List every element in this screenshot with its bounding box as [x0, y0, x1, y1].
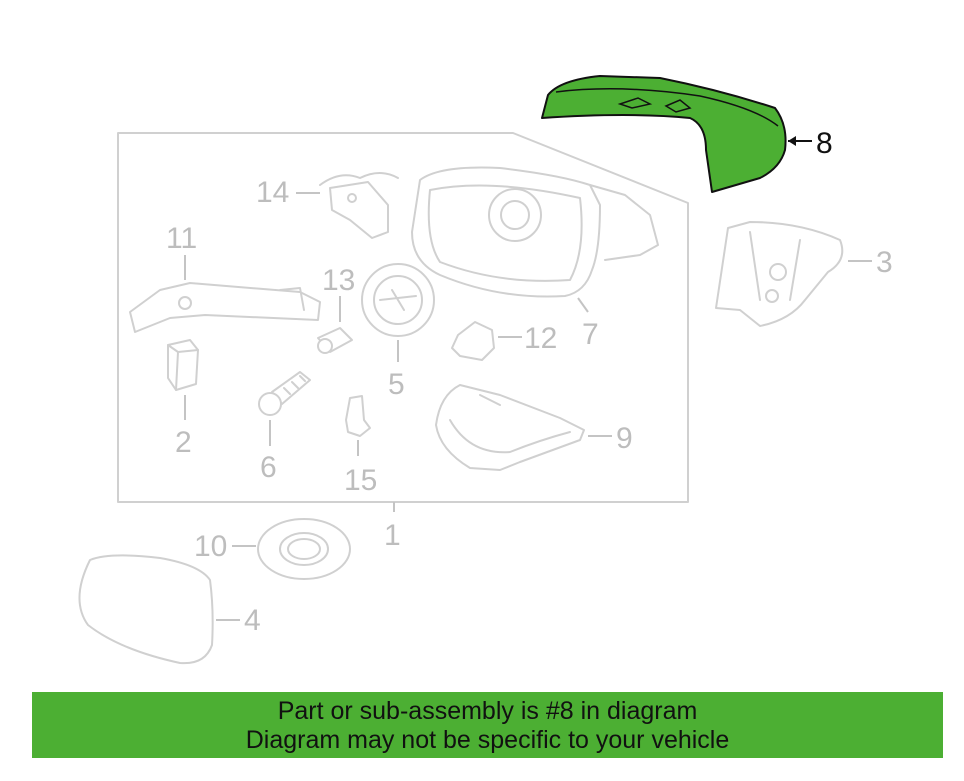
callout-8[interactable]: 8 [816, 127, 833, 160]
callout-9: 9 [616, 422, 633, 455]
part-4-mirror-glass[interactable] [78, 554, 214, 665]
parts-diagram: 1 2 3 4 5 6 7 8 9 10 11 12 13 14 15 [78, 75, 893, 665]
callout-12: 12 [524, 322, 557, 355]
callout-10: 10 [194, 530, 227, 563]
banner-line-2: Diagram may not be specific to your vehi… [245, 726, 730, 754]
assembly-outline [117, 132, 689, 503]
info-banner: Part or sub-assembly is #8 in diagram Di… [32, 692, 943, 758]
callout-1: 1 [384, 519, 401, 552]
part-14-wiring-harness[interactable] [319, 172, 399, 239]
callout-14: 14 [256, 176, 289, 209]
part-15-pin[interactable] [345, 395, 371, 437]
part-10-gasket[interactable] [257, 518, 351, 580]
callout-7: 7 [582, 318, 599, 351]
callout-4: 4 [244, 604, 261, 637]
callout-6: 6 [260, 451, 277, 484]
part-7-mirror-frame[interactable] [411, 166, 659, 298]
part-2-connector[interactable] [167, 339, 199, 391]
part-13-bulb[interactable] [317, 327, 353, 354]
part-6-screw[interactable] [258, 371, 311, 416]
callout-11: 11 [166, 222, 197, 255]
callout-5: 5 [388, 368, 405, 401]
part-11-lamp-bracket[interactable] [129, 282, 321, 333]
banner-line-1: Part or sub-assembly is #8 in diagram [277, 697, 698, 725]
part-9-lower-cover[interactable] [435, 384, 585, 471]
part-5-actuator[interactable] [361, 263, 435, 337]
callout-13: 13 [322, 264, 355, 297]
part-8-mirror-cover[interactable] [541, 75, 787, 193]
part-12-clip[interactable] [451, 321, 495, 361]
callout-15: 15 [344, 464, 377, 497]
callout-3: 3 [876, 246, 893, 279]
callout-2: 2 [175, 426, 192, 459]
part-3-turn-signal-housing[interactable] [715, 221, 844, 327]
